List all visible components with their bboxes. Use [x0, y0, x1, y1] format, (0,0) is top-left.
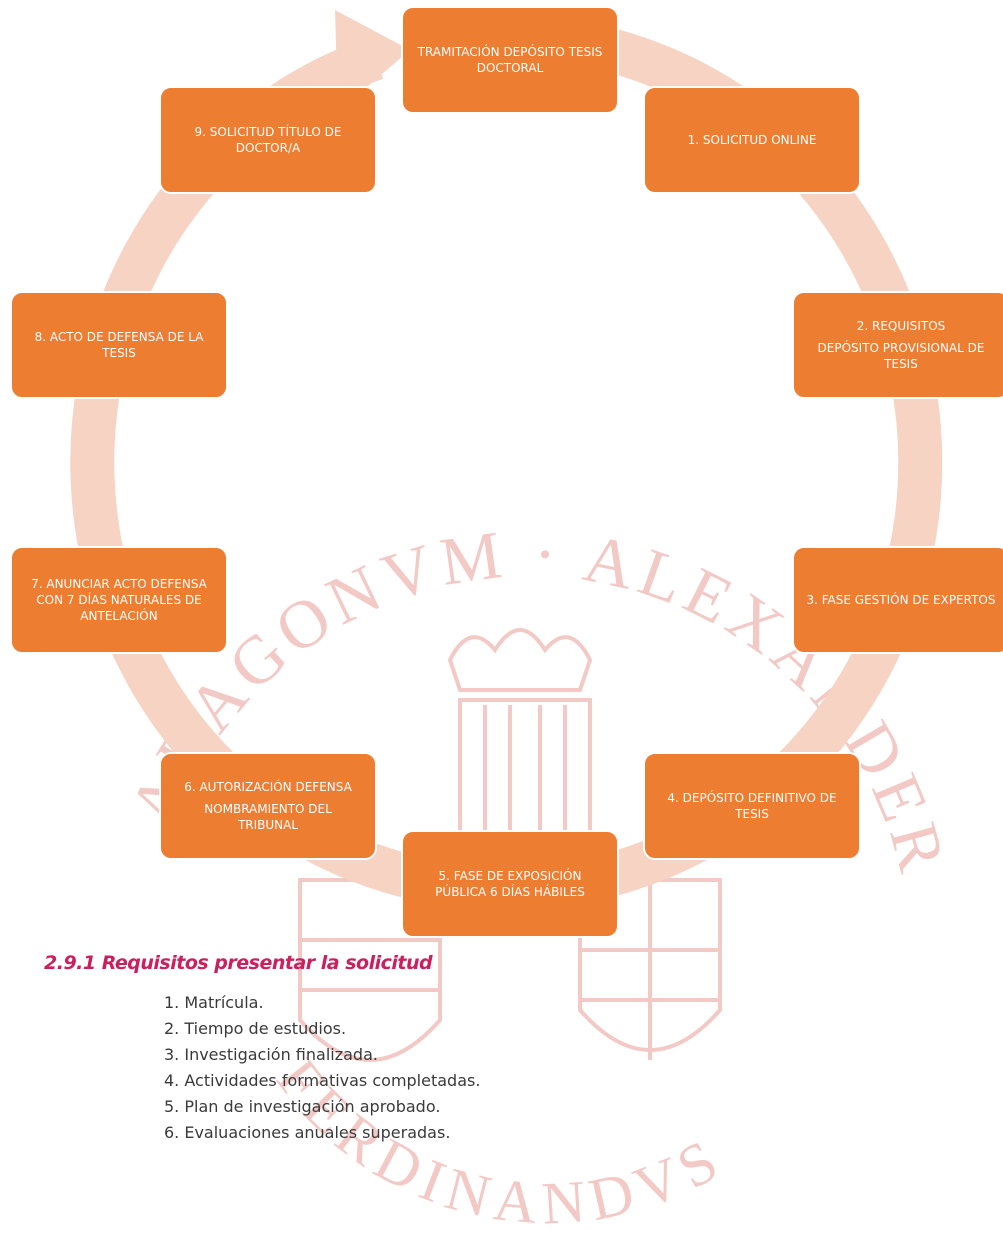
node-anunciar-acto-defensa: 7. ANUNCIAR ACTO DEFENSA CON 7 DÍAS NATU… — [10, 546, 228, 654]
section-heading: 2.9.1 Requisitos presentar la solicitud — [44, 952, 433, 974]
list-item: 6. Evaluaciones anuales superadas. — [164, 1123, 451, 1142]
node-autorizacion-defensa: 6. AUTORIZACIÓN DEFENSA NOMBRAMIENTO DEL… — [159, 752, 377, 860]
list-item: 4. Actividades formativas completadas. — [164, 1071, 481, 1090]
node-tramitacion-deposito: TRAMITACIÓN DEPÓSITO TESIS DOCTORAL — [401, 6, 619, 114]
node-acto-defensa: 8. ACTO DE DEFENSA DE LA TESIS — [10, 291, 228, 399]
requirements-list: 1. Matrícula. 2. Tiempo de estudios. 3. … — [164, 990, 480, 1146]
list-item: 5. Plan de investigación aprobado. — [164, 1097, 441, 1116]
crown-icon — [447, 628, 593, 692]
node-solicitud-online: 1. SOLICITUD ONLINE — [643, 86, 861, 194]
list-item: 1. Matrícula. — [164, 993, 264, 1012]
node-requisitos-deposito-provisional: 2. REQUISITOS DEPÓSITO PROVISIONAL DE TE… — [792, 291, 1003, 399]
node-exposicion-publica: 5. FASE DE EXPOSICIÓN PÚBLICA 6 DÍAS HÁB… — [401, 830, 619, 938]
node-gestion-expertos: 3. FASE GESTIÓN DE EXPERTOS — [792, 546, 1003, 654]
list-item: 2. Tiempo de estudios. — [164, 1019, 347, 1038]
node-deposito-definitivo: 4. DEPÓSITO DEFINITIVO DE TESIS — [643, 752, 861, 860]
node-solicitud-titulo: 9. SOLICITUD TÍTULO DE DOCTOR/A — [159, 86, 377, 194]
list-item: 3. Investigación finalizada. — [164, 1045, 378, 1064]
